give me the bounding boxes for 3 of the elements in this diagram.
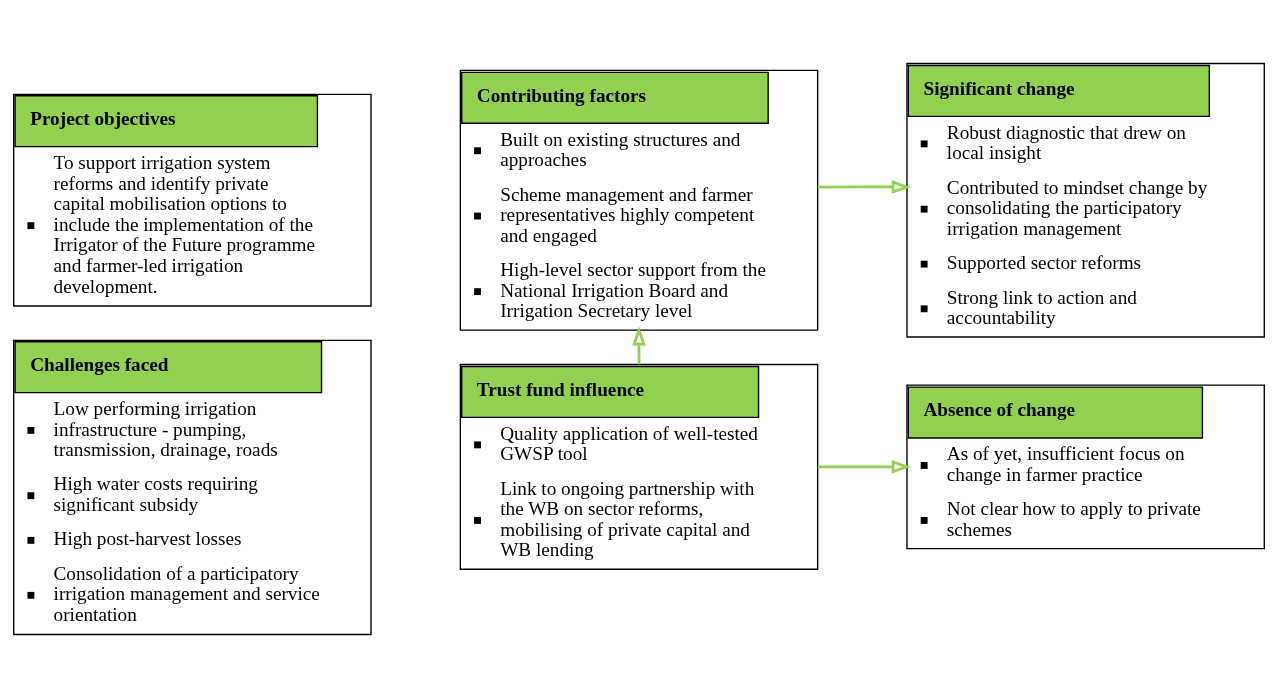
arrow bbox=[817, 459, 911, 474]
arrow bbox=[632, 325, 646, 364]
arrow bbox=[817, 179, 911, 194]
